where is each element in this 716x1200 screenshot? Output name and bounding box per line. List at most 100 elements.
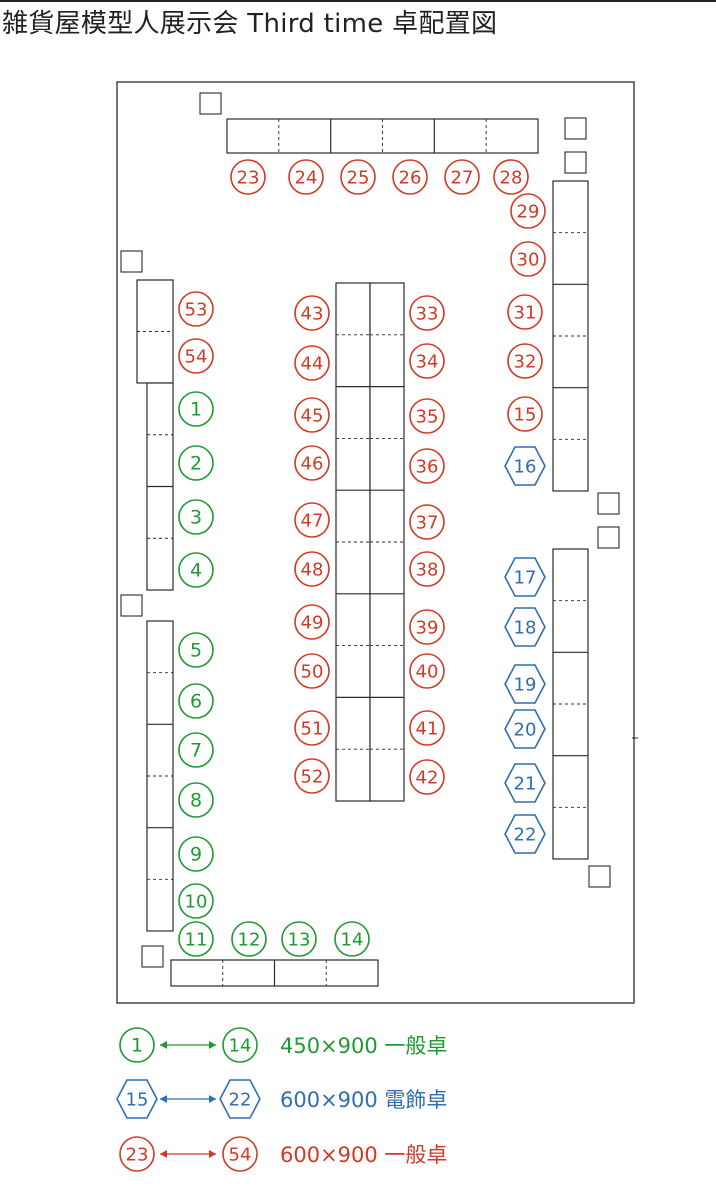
booth-marker-19: 19 [504,664,546,704]
booth-marker-7: 7 [178,732,214,768]
booth-marker-33: 33 [409,295,445,331]
circle-marker-icon [178,883,214,919]
table-bar-top [226,118,539,154]
booth-marker-45: 45 [294,397,330,433]
booth-number: 27 [451,168,474,189]
pillar [564,151,587,174]
circle-marker-icon [294,758,330,794]
booth-number: 42 [416,768,439,789]
booth-marker-54: 54 [178,338,214,374]
booth-marker-22: 22 [504,814,546,854]
circle-marker-icon [409,448,445,484]
booth-number: 3 [190,507,202,529]
booth-marker-10: 10 [178,883,214,919]
booth-number: 24 [295,168,318,189]
booth-number: 51 [301,719,324,740]
circle-marker-icon [510,193,546,229]
circle-marker-icon [178,632,214,668]
booth-number: 47 [301,511,324,532]
circle-marker-icon [294,397,330,433]
circle-marker-icon [409,759,445,795]
hexagon-marker-icon [504,709,546,749]
table-bar-center-right [369,282,405,802]
booth-marker-53: 53 [178,291,214,327]
booth-marker-43: 43 [294,295,330,331]
booth-marker-25: 25 [340,159,376,195]
booth-number: 26 [399,168,422,189]
booth-number: 30 [517,250,540,271]
pillar [199,92,222,115]
booth-marker-2: 2 [178,445,214,481]
booth-marker-39: 39 [409,609,445,645]
hexagon-marker-icon [504,664,546,704]
circle-marker-icon [409,343,445,379]
arrow-right-icon [209,1095,216,1103]
circle-marker-icon [178,782,214,818]
circle-marker-icon [294,604,330,640]
arrow-left-icon [160,1150,167,1158]
legend-to-marker: 22 [219,1079,261,1119]
pillar [141,945,164,968]
table-bar-left-b [146,620,174,932]
booth-number: 44 [301,354,324,375]
circle-marker-icon [178,836,214,872]
booth-number: 22 [514,825,537,846]
pillar [564,117,587,140]
booth-marker-29: 29 [510,193,546,229]
booth-marker-11: 11 [178,921,214,957]
booth-number: 39 [416,618,439,639]
hexagon-marker-icon [504,814,546,854]
pillar [588,865,611,888]
circle-marker-icon [392,159,428,195]
legend-from-marker: 1 [119,1027,155,1063]
table-bar-left-a [146,382,174,591]
legend-text: 600×900 電飾卓 [280,1088,447,1112]
booth-number: 53 [185,300,208,321]
circle-marker-icon [340,159,376,195]
table-bar-left-top [136,279,174,384]
booth-marker-17: 17 [504,557,546,597]
booth-marker-46: 46 [294,445,330,481]
booth-marker-34: 34 [409,343,445,379]
booth-number: 31 [514,303,537,324]
booth-number: 21 [514,774,537,795]
booth-marker-21: 21 [504,763,546,803]
circle-marker-icon [178,921,214,957]
circle-marker-icon [178,499,214,535]
circle-marker-icon [409,653,445,689]
booth-number: 50 [301,662,324,683]
booth-marker-12: 12 [231,921,267,957]
top-border [0,0,716,2]
circle-marker-icon [119,1027,155,1063]
circle-marker-icon [409,398,445,434]
circle-marker-icon [178,291,214,327]
table-bar-right-b [552,548,589,860]
circle-marker-icon [178,445,214,481]
booth-marker-27: 27 [444,159,480,195]
arrow-right-icon [209,1150,216,1158]
circle-marker-icon [510,241,546,277]
circle-marker-icon [294,502,330,538]
circle-marker-icon [294,551,330,587]
booth-marker-50: 50 [294,653,330,689]
booth-marker-1: 1 [178,391,214,427]
legend-text: 600×900 一般卓 [280,1143,447,1167]
booth-number: 1 [190,399,202,421]
booth-marker-3: 3 [178,499,214,535]
booth-number: 23 [237,168,260,189]
legend-text: 450×900 一般卓 [280,1034,447,1058]
booth-number: 2 [190,453,202,475]
circle-marker-icon [222,1027,258,1063]
circle-marker-icon [119,1136,155,1172]
booth-marker-47: 47 [294,502,330,538]
legend-row-2: 15 22 600×900 電飾卓 [116,1079,447,1119]
booth-marker-18: 18 [504,607,546,647]
circle-marker-icon [507,343,543,379]
booth-number: 8 [190,790,202,812]
circle-marker-icon [334,921,370,957]
circle-marker-icon [281,921,317,957]
booth-number: 15 [126,1090,149,1111]
booth-number: 9 [190,844,202,866]
booth-marker-48: 48 [294,551,330,587]
